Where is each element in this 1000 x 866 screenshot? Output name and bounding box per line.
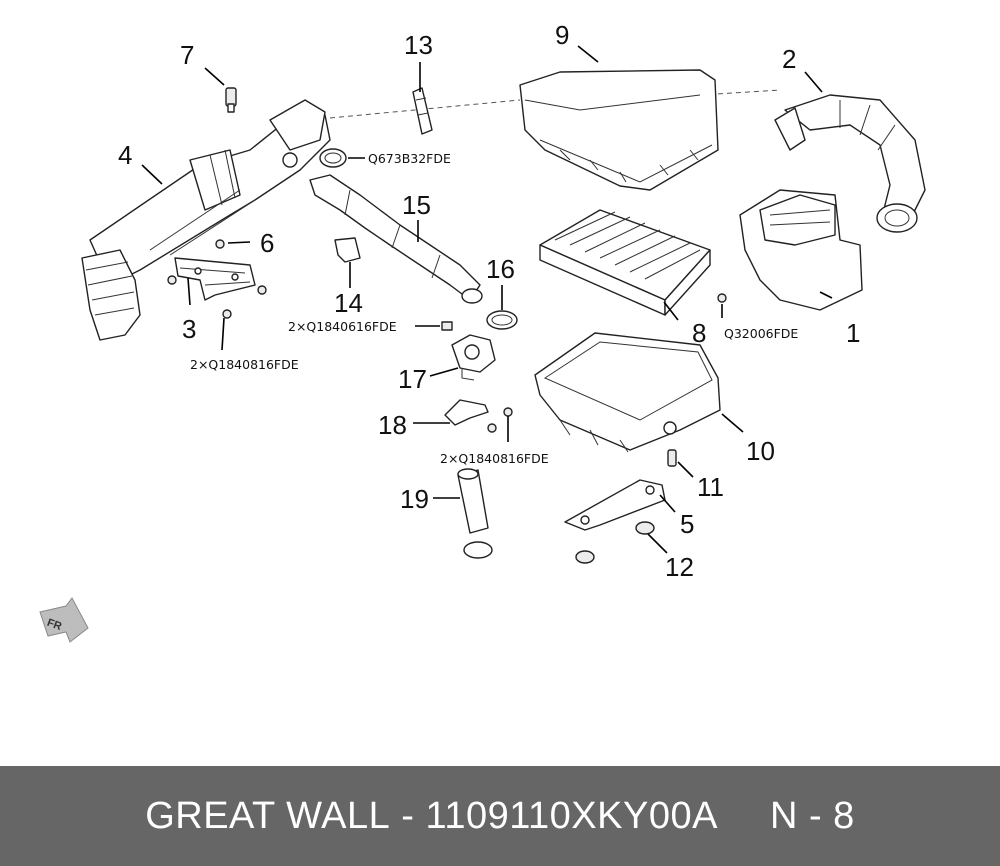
small-hose-part-13	[412, 87, 433, 135]
leader-11	[677, 461, 694, 478]
leader-7	[204, 67, 225, 86]
leader-3	[187, 277, 191, 306]
footer-page: N - 8	[769, 794, 855, 837]
bolt-q32006	[717, 293, 727, 303]
footer-brand: GREAT WALL	[145, 794, 391, 837]
callout-7: 7	[180, 40, 194, 70]
bolt-q1840616	[441, 321, 453, 331]
bracket-part-3	[174, 257, 256, 301]
leader-5	[659, 494, 676, 513]
code-q1840816-center: 2×Q1840816FDE	[440, 451, 549, 466]
diagram-canvas: FR 1 2 3 4 5 6 7 8 9 10 11 12 13 14 15 1…	[39, 20, 926, 643]
leader-6	[227, 241, 251, 244]
parts-diagram: FR 1 2 3 4 5 6 7 8 9 10 11 12 13 14 15 1…	[39, 20, 926, 643]
leader-8	[663, 301, 679, 321]
leader-2	[804, 71, 823, 93]
breather-hose-part-15	[309, 174, 483, 304]
callout-11: 11	[697, 472, 724, 502]
code-q673b32fde: Q673B32FDE	[368, 151, 451, 166]
dashed-alignment-line	[329, 99, 521, 119]
footer-separator: -	[390, 794, 426, 837]
callout-17: 17	[398, 364, 427, 394]
sensor-part	[225, 87, 237, 113]
callout-13: 13	[404, 30, 433, 60]
code-q1840616: 2×Q1840616FDE	[288, 319, 397, 334]
leader-12	[647, 533, 668, 554]
callout-12: 12	[665, 552, 694, 582]
callout-10: 10	[746, 436, 775, 466]
callout-14: 14	[334, 288, 363, 318]
hose-part-19	[457, 468, 493, 559]
callout-5: 5	[680, 509, 694, 539]
fr-label: FR	[45, 617, 63, 633]
callout-8: 8	[692, 318, 706, 348]
clamp-part-16	[486, 310, 518, 330]
bolt-part-11	[667, 449, 677, 467]
outlet-hose-part-2	[774, 94, 926, 233]
bracket-part-18	[444, 399, 513, 433]
callout-1: 1	[846, 318, 860, 348]
callout-15: 15	[402, 190, 431, 220]
footer-part-number: 1109110XKY00A	[425, 794, 718, 837]
bracket-part-5	[564, 479, 666, 531]
callout-9: 9	[555, 20, 569, 50]
callout-4: 4	[118, 140, 132, 170]
hose-clamp-part	[319, 148, 347, 168]
valve-part-17	[451, 334, 496, 381]
callout-6: 6	[260, 228, 274, 258]
code-q32006fde: Q32006FDE	[724, 326, 798, 341]
air-filter-part-8	[539, 209, 711, 316]
clip-part-14	[334, 237, 361, 263]
front-direction-arrow-icon: FR	[39, 597, 89, 643]
leader-q1840816-left	[221, 317, 225, 351]
air-cleaner-cover-part-9	[519, 69, 719, 191]
callout-16: 16	[486, 254, 515, 284]
leader-17	[429, 367, 459, 377]
footer-bar: GREAT WALL - 1109110XKY00A N - 8	[0, 766, 1000, 866]
air-cleaner-lower-housing-part-10	[534, 332, 721, 453]
leader-1	[819, 291, 833, 299]
intake-duct-part	[81, 99, 331, 341]
leader-10	[721, 413, 744, 433]
grommets-part-12	[575, 521, 655, 564]
callout-3: 3	[182, 314, 196, 344]
leader-4	[141, 164, 163, 185]
callout-18: 18	[378, 410, 407, 440]
code-q1840816-left: 2×Q1840816FDE	[190, 357, 299, 372]
bolts-part-6	[167, 239, 267, 319]
air-inlet-part-1	[739, 189, 863, 311]
leader-9	[577, 45, 599, 63]
callout-2: 2	[782, 44, 796, 74]
callout-19: 19	[400, 484, 429, 514]
